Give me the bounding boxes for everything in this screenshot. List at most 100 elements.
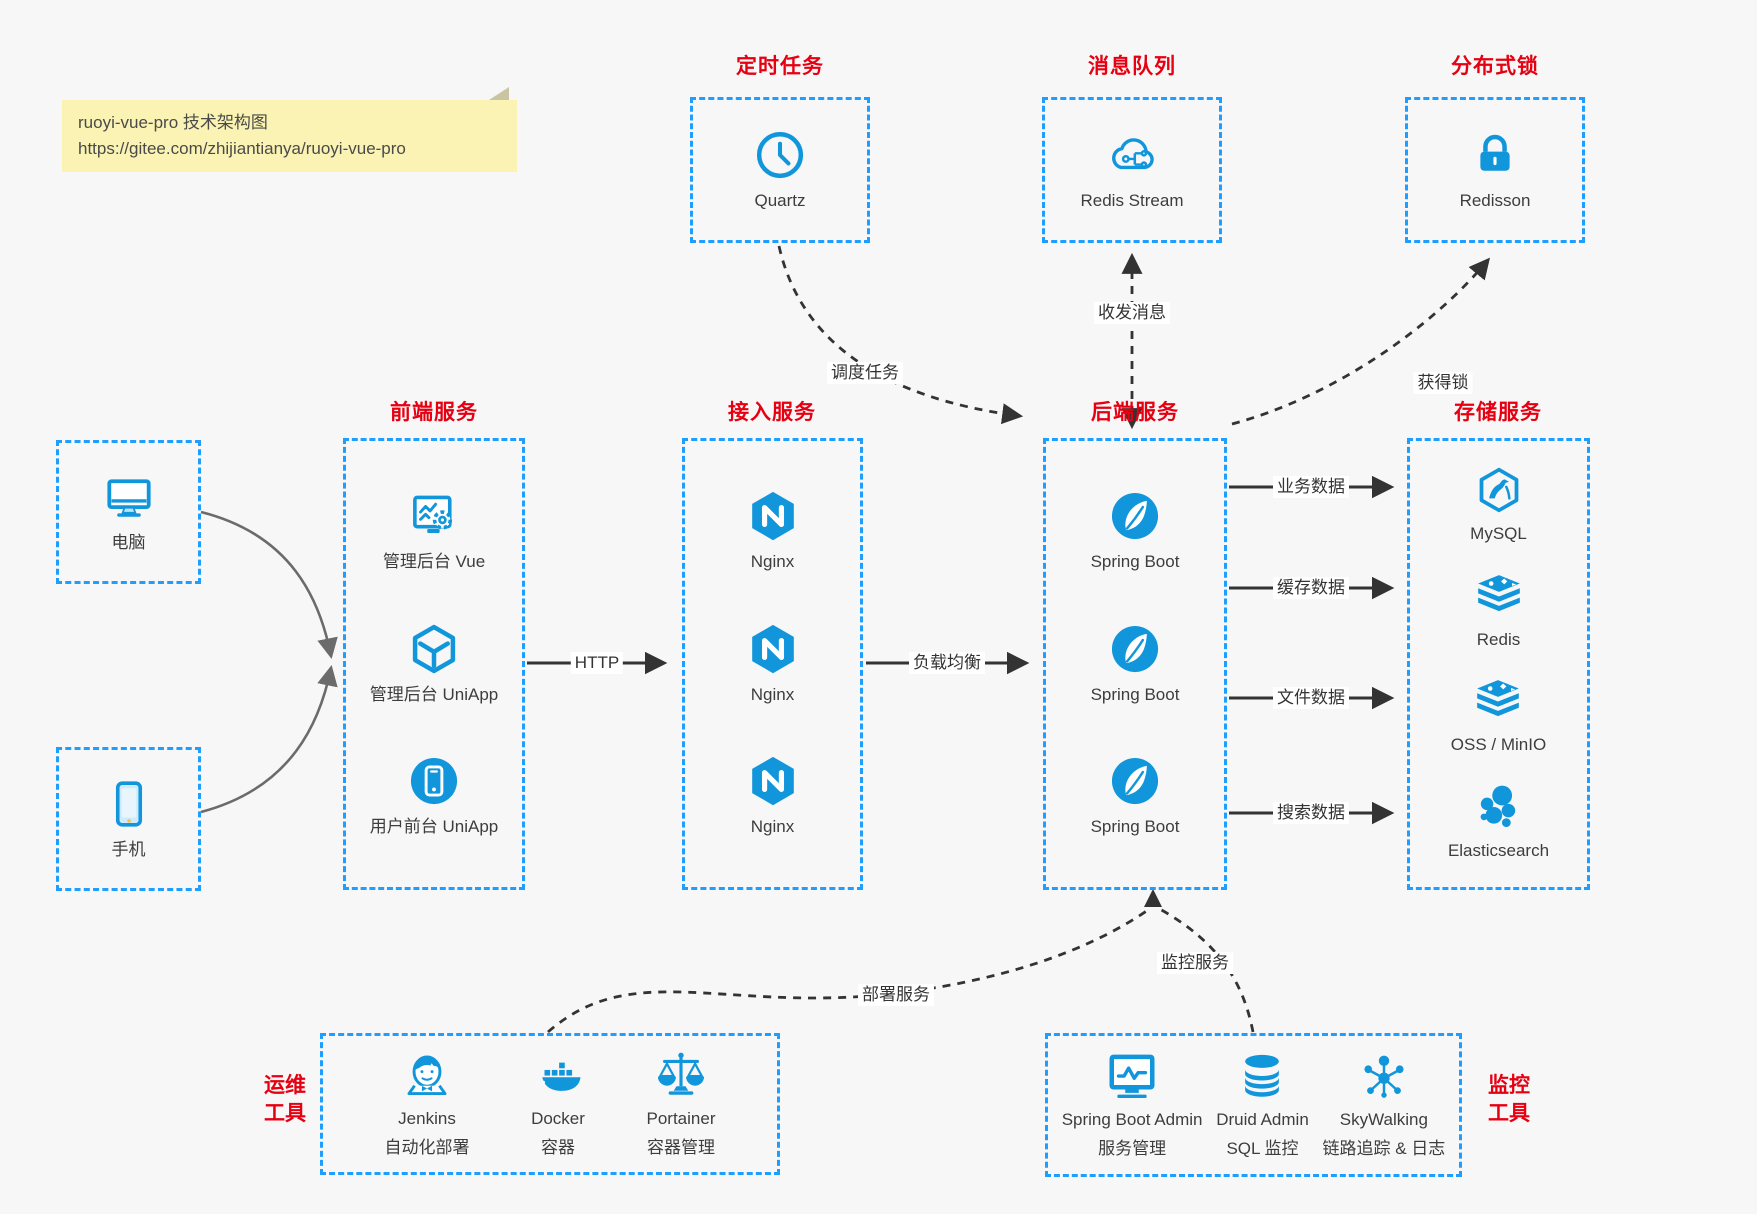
note-title: ruoyi-vue-pro 技术架构图 bbox=[78, 113, 268, 132]
edge-deploy-service-curve bbox=[547, 908, 1149, 1034]
node-label: Spring Boot bbox=[1090, 817, 1180, 837]
mobile-app-circle-icon bbox=[410, 758, 458, 805]
title-backend-services: 后端服务 bbox=[1091, 401, 1179, 424]
node-oss-minio: OSS / MinIO bbox=[1451, 676, 1546, 757]
node-springboot-2: Spring Boot bbox=[1090, 622, 1180, 707]
edge-label-monitor-service: 监控服务 bbox=[1157, 952, 1233, 974]
sticky-note: ruoyi-vue-pro 技术架构图 https://gitee.com/zh… bbox=[62, 87, 517, 172]
node-label: Nginx bbox=[750, 684, 795, 704]
node-mysql: MySQL bbox=[1470, 465, 1527, 546]
node-label: 手机 bbox=[111, 839, 146, 859]
node-label: Spring Boot Admin bbox=[1061, 1110, 1203, 1129]
group-box-distributed-lock: Redisson bbox=[1405, 97, 1585, 243]
title-monitor-tools: 监控 工具 bbox=[1473, 1072, 1545, 1128]
spring-boot-icon bbox=[1111, 625, 1159, 672]
title-scheduled-task: 定时任务 bbox=[736, 55, 824, 78]
group-box-frontend-services: 管理后台 Vue 管理后台 UniApp 用户前台 UniApp bbox=[343, 438, 525, 890]
mysql-icon bbox=[1479, 468, 1518, 513]
nginx-icon bbox=[751, 624, 794, 673]
node-portainer: Portainer 容器管理 bbox=[646, 1048, 716, 1160]
docker-icon bbox=[535, 1062, 581, 1091]
edge-label-load-balance: 负载均衡 bbox=[909, 652, 985, 674]
edge-label-search-data: 搜索数据 bbox=[1273, 802, 1349, 824]
edge-label-file-data: 文件数据 bbox=[1273, 687, 1349, 709]
node-label: Spring Boot bbox=[1090, 551, 1180, 571]
lock-icon bbox=[1480, 134, 1510, 171]
group-box-monitor-tools: Spring Boot Admin 服务管理 Druid Admin SQL 监… bbox=[1045, 1033, 1462, 1177]
node-sublabel: 链路追踪 & 日志 bbox=[1322, 1139, 1446, 1158]
jenkins-icon bbox=[407, 1055, 447, 1096]
spring-boot-admin-icon bbox=[1109, 1054, 1155, 1098]
edge-shared-arrowhead-up bbox=[1144, 889, 1162, 907]
group-box-storage-services: MySQL Redis OSS / MinIO bbox=[1407, 438, 1590, 890]
node-spring-boot-admin: Spring Boot Admin 服务管理 bbox=[1062, 1049, 1203, 1161]
node-admin-vue: 管理后台 Vue bbox=[383, 489, 485, 574]
admin-monitor-gear-icon bbox=[413, 495, 453, 533]
node-redis: Redis bbox=[1474, 571, 1524, 652]
group-box-backend-services: Spring Boot Spring Boot Spring Boot bbox=[1043, 438, 1227, 890]
title-ops-tools: 运维 工具 bbox=[249, 1072, 321, 1128]
title-line: 工具 bbox=[1488, 1102, 1530, 1125]
druid-icon bbox=[1245, 1054, 1280, 1097]
title-frontend-services: 前端服务 bbox=[390, 401, 478, 424]
edge-label-cache-data: 缓存数据 bbox=[1273, 577, 1349, 599]
spring-boot-icon bbox=[1111, 492, 1159, 539]
desktop-icon bbox=[106, 478, 151, 517]
node-label: Redisson bbox=[1459, 190, 1531, 210]
node-label: MySQL bbox=[1470, 524, 1527, 544]
client-box-computer: 电脑 bbox=[56, 440, 201, 584]
node-jenkins: Jenkins 自动化部署 bbox=[385, 1048, 470, 1160]
note-url: https://gitee.com/zhijiantianya/ruoyi-vu… bbox=[78, 139, 406, 158]
nginx-icon bbox=[751, 491, 794, 540]
node-label: Portainer bbox=[646, 1109, 716, 1128]
node-sublabel: 容器管理 bbox=[646, 1138, 715, 1157]
client-box-phone: 手机 bbox=[56, 747, 201, 891]
node-label: 电脑 bbox=[111, 532, 146, 552]
edge-label-schedule-task: 调度任务 bbox=[827, 362, 903, 384]
group-box-scheduled-task: Quartz bbox=[690, 97, 870, 243]
node-label: 管理后台 UniApp bbox=[369, 684, 499, 704]
node-label: 用户前台 UniApp bbox=[369, 817, 499, 837]
edge-label-http: HTTP bbox=[570, 652, 624, 674]
edge-computer-to-frontend bbox=[200, 510, 338, 660]
cloud-circuit-icon bbox=[1112, 137, 1154, 169]
node-phone: 手机 bbox=[102, 777, 156, 862]
uniapp-hexagon-icon bbox=[412, 624, 456, 673]
skywalking-icon bbox=[1364, 1055, 1404, 1098]
node-elasticsearch: Elasticsearch bbox=[1448, 782, 1549, 863]
node-sublabel: SQL 监控 bbox=[1226, 1139, 1299, 1158]
nginx-icon bbox=[751, 757, 794, 806]
node-sublabel: 容器 bbox=[541, 1138, 575, 1157]
node-label: Spring Boot bbox=[1090, 684, 1180, 704]
storage-stack-icon bbox=[1477, 680, 1520, 717]
node-springboot-1: Spring Boot bbox=[1090, 489, 1180, 574]
title-line: 工具 bbox=[264, 1102, 306, 1125]
elasticsearch-icon bbox=[1481, 785, 1516, 827]
edge-label-business-data: 业务数据 bbox=[1273, 476, 1349, 498]
title-message-queue: 消息队列 bbox=[1088, 55, 1176, 78]
node-label: Quartz bbox=[754, 190, 806, 210]
node-label: Nginx bbox=[750, 551, 795, 571]
node-druid-admin: Druid Admin SQL 监控 bbox=[1216, 1049, 1309, 1161]
node-label: OSS / MinIO bbox=[1450, 735, 1547, 755]
title-storage-services: 存储服务 bbox=[1454, 401, 1542, 424]
node-quartz: Quartz bbox=[753, 128, 807, 213]
note-fold-corner bbox=[489, 87, 509, 100]
title-line: 运维 bbox=[264, 1074, 306, 1097]
node-redis-stream: Redis Stream bbox=[1081, 128, 1183, 213]
edge-label-acquire-lock: 获得锁 bbox=[1413, 372, 1473, 394]
node-label: Druid Admin bbox=[1216, 1110, 1309, 1129]
node-springboot-3: Spring Boot bbox=[1090, 754, 1180, 839]
group-box-access-services: Nginx Nginx Nginx bbox=[682, 438, 863, 890]
node-label: Nginx bbox=[750, 817, 795, 837]
node-nginx-3: Nginx bbox=[746, 754, 800, 839]
title-access-services: 接入服务 bbox=[728, 401, 816, 424]
edge-label-deploy-service: 部署服务 bbox=[858, 984, 934, 1006]
title-distributed-lock: 分布式锁 bbox=[1451, 55, 1539, 78]
phone-icon bbox=[115, 780, 142, 827]
spring-boot-icon bbox=[1111, 758, 1159, 805]
portainer-icon bbox=[657, 1052, 705, 1095]
node-label: 管理后台 Vue bbox=[382, 551, 486, 571]
node-label: Docker bbox=[531, 1109, 585, 1128]
